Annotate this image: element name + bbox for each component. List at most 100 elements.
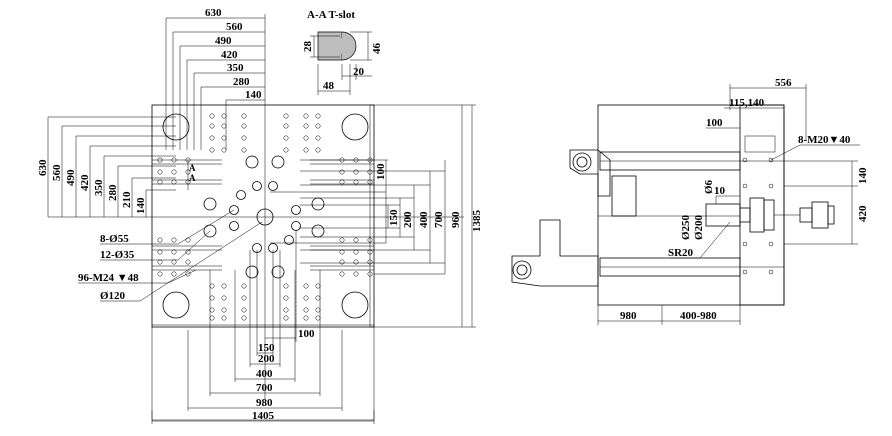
- tapped-hole: [209, 135, 215, 141]
- tapped-hole: [209, 315, 215, 321]
- dim-bottom-400: 400: [256, 368, 273, 380]
- toggle-bracket: [611, 175, 637, 217]
- front-view: 630 560 490 420 350 280 140 A A: [37, 7, 483, 424]
- tapped-hole: [353, 169, 359, 175]
- tapped-hole: [339, 237, 345, 243]
- dim-bottom-1405: 1405: [252, 410, 275, 422]
- tapped-hole: [283, 315, 289, 321]
- top-dimensions: 630 560 490 420 350 280 140: [165, 7, 266, 150]
- tapped-hole: [283, 123, 289, 129]
- dim-left-350: 350: [93, 179, 105, 196]
- tapped-hole: [221, 135, 227, 141]
- tapped-hole: [339, 169, 345, 175]
- side-view: 556 115,140 100 8-M20▼40 140 420 Ø6 10 Ø…: [511, 77, 869, 325]
- platen-frame-right: [369, 104, 463, 328]
- tie-bar-hole: [341, 291, 369, 319]
- tapped-hole: [171, 169, 177, 175]
- tapped-hole: [157, 259, 163, 265]
- tapped-hole: [241, 315, 247, 321]
- tslot-dim-46: 46: [371, 43, 383, 55]
- tapped-hole: [367, 179, 373, 185]
- section-marker-a-bottom: A: [189, 173, 196, 183]
- dim-bottom-150: 150: [258, 342, 275, 354]
- dim-top-280: 280: [233, 76, 250, 88]
- tapped-hole: [303, 135, 309, 141]
- bottom-dimensions: 100 150 200 400 700 980 1405: [151, 230, 375, 424]
- side-dim-400-980: 400-980: [680, 310, 717, 322]
- tapped-hole: [221, 113, 227, 119]
- side-dim-980: 980: [620, 310, 637, 322]
- left-dimensions: 630 560 490 420 350 280 210 140: [37, 116, 176, 218]
- nozzle-holder: [749, 197, 765, 233]
- dim-top-490: 490: [215, 35, 232, 47]
- side-dim-140: 140: [857, 167, 869, 184]
- tapped-hole: [221, 283, 227, 289]
- tapped-hole: [185, 249, 191, 255]
- callout-tapped-holes: 96-M24 ▼48: [78, 272, 139, 284]
- dim-right-960: 960: [450, 211, 462, 228]
- platen-outline: [151, 104, 375, 328]
- tapped-hole: [157, 169, 163, 175]
- tapped-hole: [315, 147, 321, 153]
- side-dim-420: 420: [857, 205, 869, 222]
- dim-left-420: 420: [79, 174, 91, 191]
- tapped-hole: [353, 237, 359, 243]
- tapped-hole: [367, 169, 373, 175]
- tapped-hole: [315, 113, 321, 119]
- tie-bar-hole: [341, 113, 369, 141]
- tslot-dim-28: 28: [302, 41, 314, 53]
- tapped-hole: [157, 249, 163, 255]
- tapped-hole: [303, 295, 309, 301]
- tapped-hole: [209, 123, 215, 129]
- side-platen: [739, 104, 785, 306]
- side-dim-556: 556: [775, 77, 792, 89]
- side-radius-sr20: SR20: [668, 247, 694, 259]
- dim-left-280: 280: [107, 184, 119, 201]
- dim-left-490: 490: [65, 169, 77, 186]
- dim-right-200: 200: [402, 211, 414, 228]
- side-holes-callout: 8-M20▼40: [798, 134, 851, 146]
- dim-right-100: 100: [375, 163, 387, 180]
- tapped-hole: [367, 237, 373, 243]
- tapped-hole: [241, 135, 247, 141]
- tapped-hole: [209, 147, 215, 153]
- tapped-hole: [241, 123, 247, 129]
- toggle-pin-lower: [512, 260, 532, 280]
- tapped-hole: [303, 315, 309, 321]
- tapped-hole: [221, 123, 227, 129]
- tapped-holes: [157, 113, 373, 321]
- tapped-hole: [315, 283, 321, 289]
- dim-left-630: 630: [37, 159, 49, 176]
- dim-bottom-200: 200: [258, 353, 275, 365]
- dim-right-1385: 1385: [471, 210, 483, 233]
- callout-8-holes: 8-Ø55: [100, 233, 129, 245]
- tapped-hole: [315, 307, 321, 313]
- tapped-hole: [303, 123, 309, 129]
- tie-bar-hole: [162, 113, 190, 141]
- dim-right-150: 150: [388, 209, 400, 226]
- tapped-hole: [171, 259, 177, 265]
- dim-top-350: 350: [227, 62, 244, 74]
- dim-top-420: 420: [221, 49, 238, 61]
- tslot-dim-20: 20: [353, 66, 365, 78]
- tapped-hole: [283, 295, 289, 301]
- toggle-link-lower: [511, 219, 599, 287]
- side-dim-d250: Ø250: [680, 214, 692, 240]
- tapped-hole: [171, 237, 177, 243]
- side-dim-100: 100: [706, 117, 723, 129]
- tapped-hole: [171, 157, 177, 163]
- tapped-hole: [171, 271, 177, 277]
- tapped-hole: [283, 135, 289, 141]
- dim-left-140: 140: [135, 197, 147, 214]
- callout-center-hole: Ø120: [100, 290, 126, 302]
- platen-frame-bottom: [151, 324, 375, 421]
- tapped-hole: [283, 307, 289, 313]
- tapped-hole: [241, 113, 247, 119]
- tapped-hole: [241, 307, 247, 313]
- tapped-hole: [157, 179, 163, 185]
- tapped-hole: [303, 113, 309, 119]
- tapped-hole: [283, 113, 289, 119]
- tapped-hole: [353, 271, 359, 277]
- tapped-hole: [157, 157, 163, 163]
